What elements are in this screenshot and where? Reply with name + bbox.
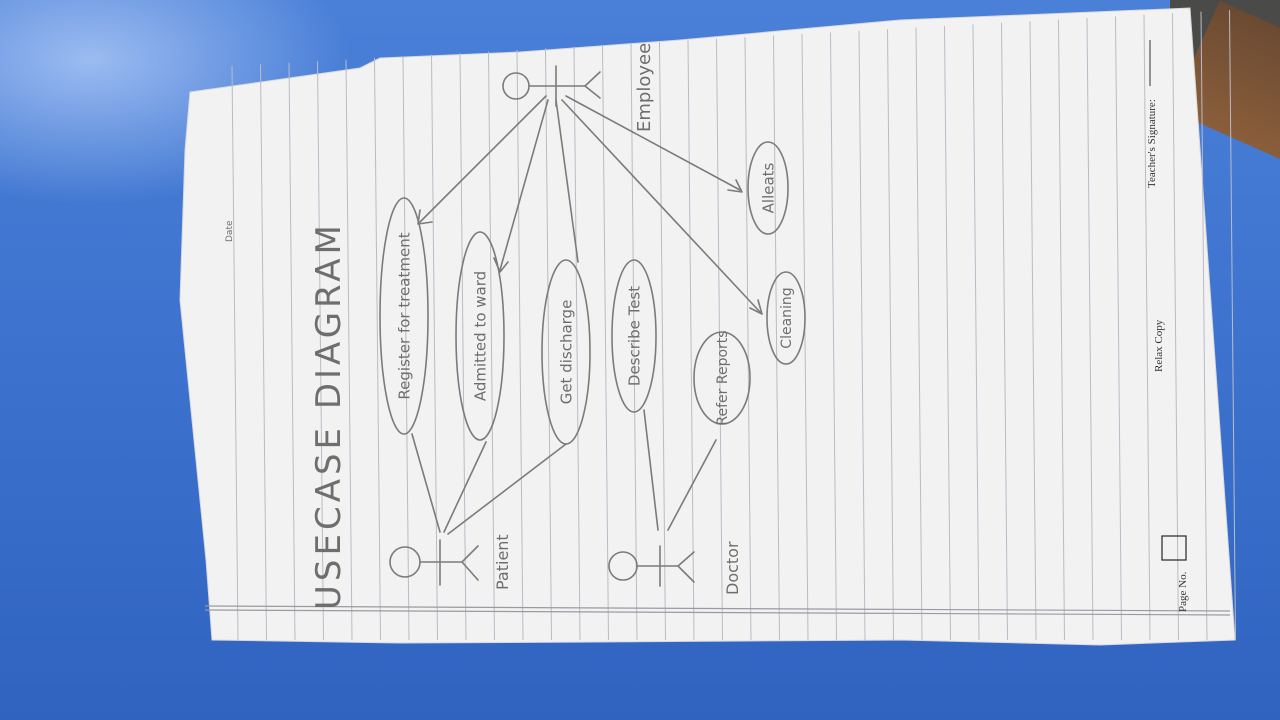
- use-case-label: Alleats: [759, 162, 777, 213]
- use-case-label: Describe Test: [625, 286, 643, 386]
- ruled-line: [1229, 9, 1236, 641]
- actor-employee-label: Employee: [634, 43, 655, 132]
- use-case: Register for treatment: [379, 197, 429, 435]
- ruled-line: [1029, 21, 1037, 641]
- use-case-label: Admitted to ward: [471, 271, 489, 401]
- use-case: Cleaning: [766, 271, 806, 365]
- ruled-line: [516, 49, 524, 641]
- use-case-ellipse: [693, 331, 751, 425]
- ruled-line: [716, 38, 723, 641]
- use-case-ellipse: [747, 141, 789, 235]
- ruled-line: [830, 32, 837, 641]
- actor-patient-label: Patient: [493, 534, 512, 590]
- ruled-line: [573, 46, 581, 641]
- use-case-ellipse: [455, 231, 505, 441]
- ruled-line: [944, 25, 951, 641]
- ruled-line: [459, 53, 467, 641]
- ruled-line: [431, 54, 438, 641]
- margin-line-2: [204, 605, 1231, 612]
- ruled-line: [1200, 11, 1208, 641]
- ruled-line: [374, 57, 381, 641]
- ruled-lines: [231, 9, 1236, 641]
- ruled-line: [687, 40, 695, 641]
- ruled-line: [915, 27, 923, 641]
- ruled-line: [1058, 19, 1065, 641]
- use-case: Get discharge: [541, 259, 591, 445]
- ruled-line: [801, 33, 809, 641]
- ruled-line: [1143, 14, 1151, 641]
- ruled-line: [773, 35, 780, 641]
- paper: [179, 7, 1236, 646]
- ruled-line: [659, 41, 666, 641]
- doctor-associations: [643, 409, 717, 531]
- use-case-ellipse: [379, 197, 429, 435]
- ruled-line: [317, 61, 324, 641]
- ruled-line: [972, 24, 980, 641]
- ruled-line: [545, 48, 552, 641]
- date-mark: Date: [225, 220, 235, 242]
- use-case-label: Cleaning: [779, 287, 795, 348]
- ruled-line: [1001, 22, 1008, 641]
- use-case-label: Get discharge: [557, 300, 575, 405]
- employee-associations: [417, 95, 763, 315]
- ruled-line: [231, 65, 239, 641]
- brand-label: Relax Copy: [1153, 319, 1165, 372]
- actor-doctor: [608, 545, 695, 587]
- ruled-line: [288, 62, 296, 641]
- use-case: Describe Test: [611, 259, 657, 413]
- ruled-line: [488, 51, 495, 641]
- use-case-ellipse: [766, 271, 806, 365]
- use-case-ellipse: [541, 259, 591, 445]
- signature-label: Teacher's Signature:: [1146, 99, 1158, 188]
- margin-line: [204, 609, 1231, 616]
- diagram-title: USECASE DIAGRAM: [309, 221, 349, 610]
- ruled-line: [887, 29, 894, 641]
- use-case-ellipse: [611, 259, 657, 413]
- use-case: Admitted to ward: [455, 231, 505, 441]
- ruled-line: [1086, 17, 1094, 641]
- ruled-line: [345, 59, 353, 641]
- patient-associations: [411, 433, 567, 535]
- use-case-label: Register for treatment: [395, 232, 413, 399]
- use-case: Alleats: [747, 141, 789, 235]
- actor-doctor-label: Doctor: [723, 541, 742, 595]
- ruled-line: [402, 56, 410, 641]
- page-no-label: Page No.: [1177, 571, 1189, 612]
- page-no-box: [1161, 535, 1187, 561]
- use-case-label: Refer Reports: [715, 330, 731, 425]
- ruled-line: [260, 64, 267, 641]
- ruled-line: [630, 43, 638, 641]
- ruled-line: [858, 30, 866, 641]
- use-case: Refer Reports: [693, 330, 751, 426]
- ruled-line: [1115, 16, 1122, 641]
- ruled-line: [744, 37, 752, 641]
- actor-patient: [389, 539, 479, 586]
